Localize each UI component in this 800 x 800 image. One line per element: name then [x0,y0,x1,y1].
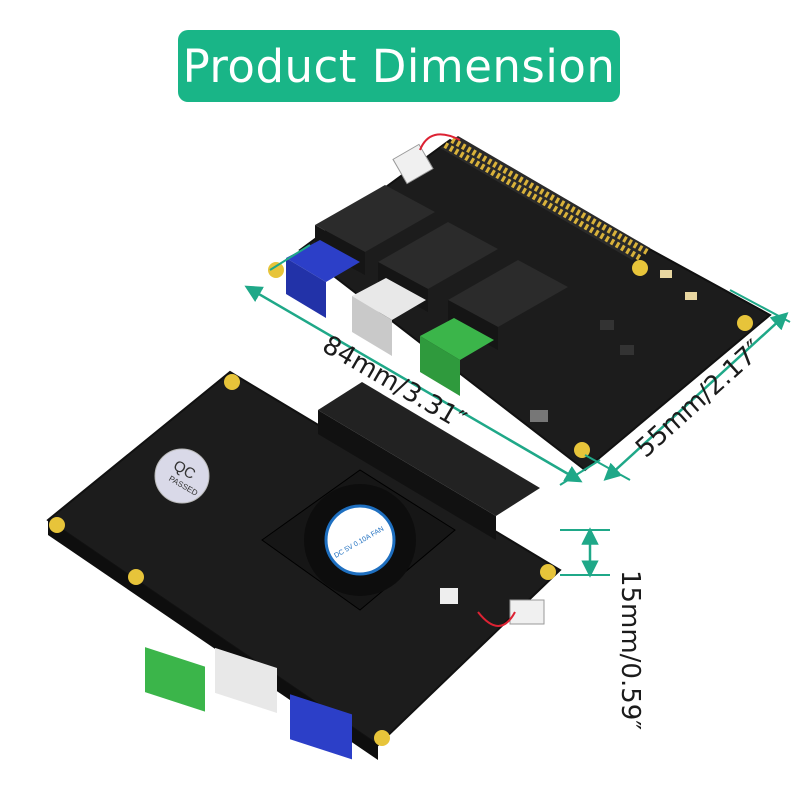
qc-sticker: QC PASSED [154,448,210,504]
terminal-block-blue-lower [290,694,352,760]
terminal-block-white-lower [215,647,277,714]
mount-hole [49,517,65,533]
mount-hole [737,315,753,331]
cooling-fan: DC 5V 0.10A FAN [261,469,456,611]
mount-hole [268,262,284,278]
lower-board: QC PASSED DC 5V 0.10A FAN [46,370,562,760]
height-label: 15mm/0.59″ [615,570,645,730]
mount-hole [632,260,648,276]
rgb-led [440,588,458,604]
dimension-height: 15mm/0.59″ [560,527,645,730]
terminal-block-green-lower [145,647,205,712]
fan-connector-lower [509,599,545,625]
mount-hole [224,374,240,390]
mount-hole [374,730,390,746]
mount-hole [540,564,556,580]
page-title: Product Dimension [182,39,616,93]
title-banner: Product Dimension [178,30,620,102]
mount-hole [128,569,144,585]
gpio-header [440,136,650,261]
fan-connector [392,143,434,185]
